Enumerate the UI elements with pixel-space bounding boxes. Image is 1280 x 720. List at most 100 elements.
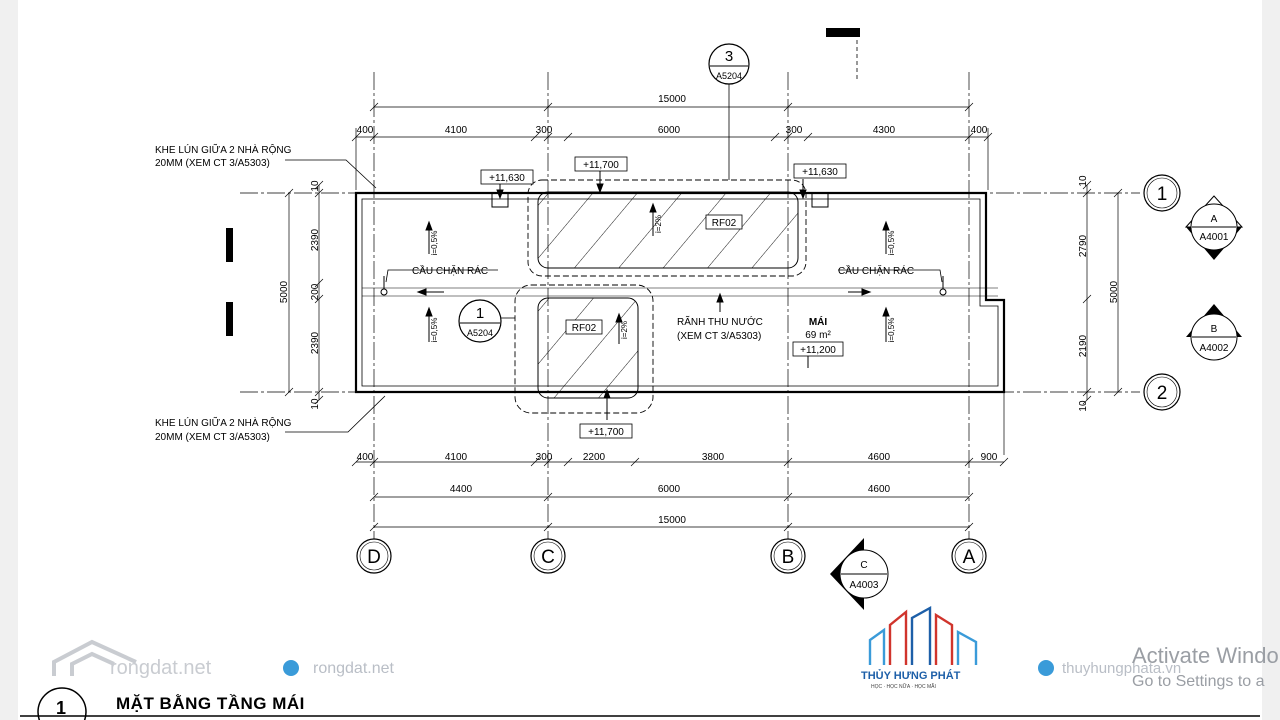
grid-label-d: D [367, 547, 381, 568]
dim-left-3: 200 [310, 283, 321, 300]
slope-label-4: i=0,5% [887, 318, 896, 343]
grid-bubbles [356, 174, 1181, 574]
activate-windows-subtitle[interactable]: Go to Settings to a [1132, 673, 1265, 690]
dim-row2-1: 4400 [450, 484, 473, 495]
cau-chan-rac-left: CẦU CHẶN RÁC [412, 264, 488, 277]
dim-left-4: 2390 [310, 331, 321, 354]
rongdat-watermark: rongdat.net [110, 657, 212, 679]
ranh-thu-nuoc: RÃNH THU NƯỚC [677, 315, 763, 328]
section-mid-number: 1 [476, 305, 484, 322]
elevation-marker-a [1184, 195, 1244, 260]
slope-label-3: i=0,5% [887, 231, 896, 256]
section-top-ref: A5204 [716, 71, 742, 81]
level-11700-bottom: +11,700 [588, 427, 624, 438]
dim-row2-2: 6000 [658, 484, 681, 495]
roof-outline [354, 191, 1006, 394]
elevation-marker-b [1186, 304, 1242, 361]
dim-overall-bottom: 15000 [658, 515, 686, 526]
slope-label-6: i=2% [620, 321, 629, 339]
globe-icon [1038, 660, 1054, 676]
dim-bottom-3: 300 [536, 452, 553, 463]
dim-left-5: 10 [310, 398, 321, 410]
section-callout-mid [458, 299, 502, 343]
dim-left-1: 10 [310, 180, 321, 192]
activate-windows-title[interactable]: Activate Windo [1132, 643, 1279, 668]
dim-top-2: 4100 [445, 125, 468, 136]
section-callout-top [708, 43, 750, 85]
khe-lun-top-line1: KHE LÚN GIỮA 2 NHÀ RỘNG [155, 143, 292, 156]
skylight-top [537, 191, 799, 269]
rf02-bottom-label: RF02 [572, 323, 597, 334]
cau-chan-rac-right: CẦU CHẶN RÁC [838, 264, 914, 277]
dim-top-1: 400 [357, 125, 374, 136]
level-tags [480, 156, 847, 439]
drawing-number: 1 [56, 698, 67, 718]
section-cut-mark-top [826, 28, 860, 37]
dim-bottom-1: 400 [357, 452, 374, 463]
dim-right-1: 10 [1078, 175, 1089, 187]
rongdat-url: rongdat.net [313, 660, 394, 677]
skylight-bottom [537, 297, 639, 399]
dim-top-5: 300 [786, 125, 803, 136]
level-11200: +11,200 [800, 345, 836, 356]
mai-area: 69 m² [805, 330, 831, 341]
khe-lun-bottom-line2: 20MM (XEM CT 3/A5303) [155, 432, 270, 443]
khe-lun-top-line2: 20MM (XEM CT 3/A5303) [155, 158, 270, 169]
rongdat-logo-icon [52, 639, 137, 676]
dim-left-2: 2390 [310, 228, 321, 251]
dimension-texts: 15000 400 4100 300 6000 300 4300 400 400… [357, 94, 998, 526]
dim-top-7: 400 [971, 125, 988, 136]
elevation-c-ref: A4003 [850, 580, 879, 591]
mai-title: MÁI [809, 315, 828, 328]
section-top-number: 3 [725, 48, 733, 65]
grid-label-a: A [963, 547, 976, 568]
section-mid-ref: A5204 [467, 328, 493, 338]
dim-top-6: 4300 [873, 125, 896, 136]
dim-lines [284, 102, 1123, 532]
khe-lun-bottom-line1: KHE LÚN GIỮA 2 NHÀ RỘNG [155, 416, 292, 429]
grid-label-b: B [782, 547, 795, 568]
level-11630-right: +11,630 [802, 167, 838, 178]
dimension-texts-vertical: 10 2390 200 2390 10 5000 10 2790 2190 10… [279, 175, 1120, 412]
dim-row2-3: 4600 [868, 484, 891, 495]
elevation-a-letter: A [1211, 214, 1218, 225]
logo-tagline: HỌC · HỌC NỮA · HỌC MÃI [871, 684, 936, 690]
slope-label-2: i=0,5% [430, 318, 439, 343]
slope-label-5: i=2% [654, 215, 663, 233]
dim-overall-top: 15000 [658, 94, 686, 105]
dim-bottom-2: 4100 [445, 452, 468, 463]
dim-right-3: 2190 [1078, 334, 1089, 357]
left-frame [0, 0, 18, 720]
slope-label-1: i=0,5% [430, 231, 439, 256]
elevation-b-letter: B [1211, 324, 1218, 335]
level-11700-top: +11,700 [583, 160, 619, 171]
dim-right-2: 2790 [1078, 234, 1089, 257]
dim-bottom-6: 4600 [868, 452, 891, 463]
elevation-b-ref: A4002 [1200, 343, 1229, 354]
drawing-title: MẶT BẰNG TẦNG MÁI [116, 694, 305, 713]
grid-label-2: 2 [1157, 383, 1168, 404]
grid-label-1: 1 [1157, 184, 1168, 205]
elevation-a-ref: A4001 [1200, 232, 1229, 243]
dim-bottom-5: 3800 [702, 452, 725, 463]
dim-right-4: 10 [1078, 400, 1089, 412]
dim-bottom-7: 900 [981, 452, 998, 463]
dim-left-total: 5000 [279, 280, 290, 303]
globe-icon [283, 660, 299, 676]
title-circle [37, 687, 87, 720]
logo-name: THỦY HƯNG PHÁT [861, 670, 961, 682]
skylight-top-curb [527, 179, 807, 277]
drains [380, 192, 947, 296]
ranh-thu-nuoc-ref: (XEM CT 3/A5303) [677, 331, 761, 342]
grid-label-c: C [541, 547, 555, 568]
dim-bottom-4: 2200 [583, 452, 606, 463]
dim-right-total: 5000 [1109, 280, 1120, 303]
rf02-top-label: RF02 [712, 218, 737, 229]
dim-top-3: 300 [536, 125, 553, 136]
slope-arrows [416, 171, 890, 420]
elevation-marker-c [830, 538, 889, 610]
thuy-hung-phat-logo-icon [868, 605, 978, 665]
section-mark-left-1 [226, 228, 233, 262]
